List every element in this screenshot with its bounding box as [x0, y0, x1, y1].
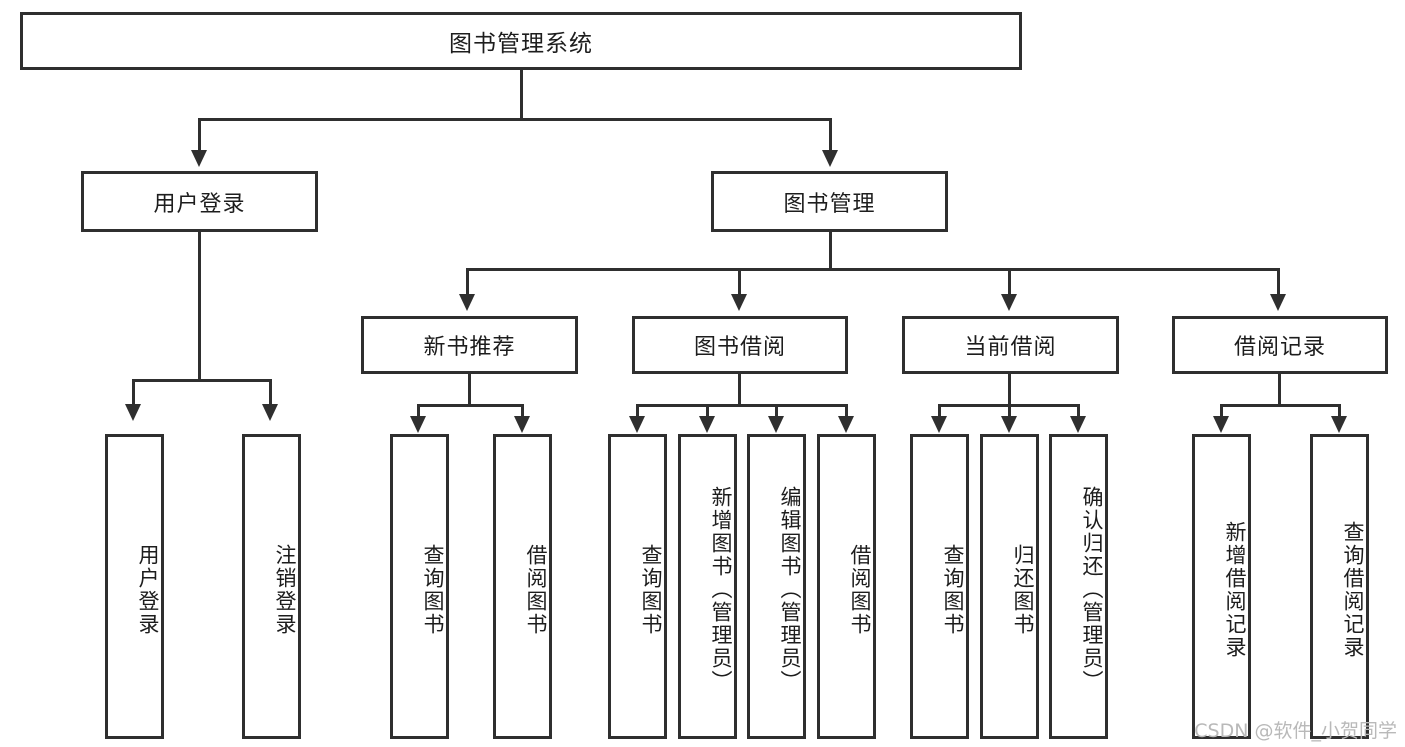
arrow-borrow-record-to-leaf1 [1213, 416, 1229, 433]
node-book-mgmt[interactable]: 图书管理 [711, 171, 948, 232]
arrow-user-login-to-leaf2 [262, 404, 278, 421]
connector-book-mgmt-to-book-borrow [738, 268, 741, 296]
arrow-root-to-user-login [191, 150, 207, 167]
arrow-current-borrow-to-leaf2 [1001, 416, 1017, 433]
leaf-rec-query-label: 查询图书 [421, 543, 445, 636]
connector-new-book-rec-bus [417, 404, 524, 407]
arrow-book-borrow-to-leaf1 [629, 416, 645, 433]
arrow-current-borrow-to-leaf3 [1070, 416, 1086, 433]
leaf-user-login[interactable]: 用户登录 [105, 434, 164, 739]
node-new-book-rec[interactable]: 新书推荐 [361, 316, 578, 374]
node-current-borrow[interactable]: 当前借阅 [902, 316, 1119, 374]
connector-user-login-bus [132, 379, 269, 382]
connector-book-mgmt-to-borrow-record [1277, 268, 1280, 296]
connector-book-mgmt-to-current-borrow [1008, 268, 1011, 296]
leaf-rec-search[interactable]: 查询借阅记录 [1310, 434, 1369, 739]
leaf-rec-borrow[interactable]: 借阅图书 [493, 434, 552, 739]
arrow-book-mgmt-to-book-borrow [731, 294, 747, 311]
leaf-cur-return[interactable]: 归还图书 [980, 434, 1039, 739]
arrow-new-book-rec-to-leaf2 [514, 416, 530, 433]
leaf-rec-add-label: 新增借阅记录 [1223, 520, 1247, 659]
connector-root-to-book-mgmt [829, 118, 832, 152]
leaf-borrow-add[interactable]: 新增图书（管理员） [678, 434, 737, 739]
node-root[interactable]: 图书管理系统 [20, 12, 1022, 70]
arrow-user-login-to-leaf1 [125, 404, 141, 421]
arrow-book-borrow-to-leaf3 [768, 416, 784, 433]
connector-book-mgmt-bus [466, 268, 1280, 271]
arrow-book-mgmt-to-borrow-record [1270, 294, 1286, 311]
connector-user-login-stem [198, 232, 201, 382]
connector-borrow-record-to-leaf2 [1338, 404, 1341, 418]
leaf-borrow-query-label: 查询图书 [639, 543, 663, 636]
arrow-book-mgmt-to-new-book-rec [459, 294, 475, 311]
connector-book-borrow-bus [636, 404, 847, 407]
leaf-borrow-edit-label: 编辑图书（管理员） [778, 486, 802, 693]
leaf-user-logout-label: 注销登录 [273, 543, 297, 636]
leaf-user-logout[interactable]: 注销登录 [242, 434, 301, 739]
leaf-borrow-lend[interactable]: 借阅图书 [817, 434, 876, 739]
leaf-rec-query[interactable]: 查询图书 [390, 434, 449, 739]
node-book-borrow[interactable]: 图书借阅 [632, 316, 848, 374]
arrow-new-book-rec-to-leaf1 [410, 416, 426, 433]
connector-borrow-record-stem [1278, 374, 1281, 407]
arrow-book-borrow-to-leaf4 [838, 416, 854, 433]
arrow-borrow-record-to-leaf2 [1331, 416, 1347, 433]
connector-current-borrow-stem [1008, 374, 1011, 407]
node-user-login[interactable]: 用户登录 [81, 171, 318, 232]
connector-book-mgmt-to-new-book-rec [466, 268, 469, 296]
connector-user-login-to-leaf1 [132, 379, 135, 406]
leaf-cur-return-label: 归还图书 [1011, 543, 1035, 636]
connector-current-borrow-to-leaf2 [1008, 404, 1011, 418]
connector-borrow-record-bus [1220, 404, 1341, 407]
leaf-user-login-label: 用户登录 [136, 543, 160, 636]
connector-new-book-rec-stem [468, 374, 471, 407]
node-borrow-record[interactable]: 借阅记录 [1172, 316, 1388, 374]
connector-book-mgmt-stem [829, 232, 832, 270]
connector-root-bus [198, 118, 832, 121]
connector-book-borrow-to-leaf1 [636, 404, 639, 418]
node-new-book-rec-label: 新书推荐 [423, 335, 516, 360]
connector-new-book-rec-to-leaf2 [521, 404, 524, 418]
leaf-borrow-lend-label: 借阅图书 [848, 543, 872, 636]
arrow-current-borrow-to-leaf1 [931, 416, 947, 433]
leaf-rec-search-label: 查询借阅记录 [1341, 520, 1365, 659]
leaf-cur-confirm-label: 确认归还（管理员） [1080, 486, 1104, 693]
node-current-borrow-label: 当前借阅 [964, 335, 1057, 360]
leaf-cur-query-label: 查询图书 [941, 543, 965, 636]
arrow-root-to-book-mgmt [822, 150, 838, 167]
connector-current-borrow-to-leaf1 [938, 404, 941, 418]
connector-book-borrow-to-leaf3 [775, 404, 778, 418]
connector-user-login-to-leaf2 [269, 379, 272, 406]
node-borrow-record-label: 借阅记录 [1233, 335, 1326, 360]
node-book-mgmt-label: 图书管理 [783, 191, 876, 217]
node-root-label: 图书管理系统 [449, 31, 593, 57]
connector-root-to-user-login [198, 118, 201, 152]
connector-root-stem [520, 70, 523, 118]
node-book-borrow-label: 图书借阅 [693, 335, 786, 360]
connector-borrow-record-to-leaf1 [1220, 404, 1223, 418]
leaf-cur-confirm[interactable]: 确认归还（管理员） [1049, 434, 1108, 739]
connector-book-borrow-to-leaf2 [706, 404, 709, 418]
leaf-rec-borrow-label: 借阅图书 [524, 543, 548, 636]
leaf-borrow-edit[interactable]: 编辑图书（管理员） [747, 434, 806, 739]
node-user-login-label: 用户登录 [153, 191, 246, 217]
connector-new-book-rec-to-leaf1 [417, 404, 420, 418]
watermark: CSDN @软件_小贺同学 [1194, 720, 1397, 742]
leaf-borrow-query[interactable]: 查询图书 [608, 434, 667, 739]
leaf-rec-add[interactable]: 新增借阅记录 [1192, 434, 1251, 739]
connector-book-borrow-to-leaf4 [845, 404, 848, 418]
leaf-borrow-add-label: 新增图书（管理员） [709, 486, 733, 693]
arrow-book-borrow-to-leaf2 [699, 416, 715, 433]
arrow-book-mgmt-to-current-borrow [1001, 294, 1017, 311]
connector-current-borrow-to-leaf3 [1077, 404, 1080, 418]
leaf-cur-query[interactable]: 查询图书 [910, 434, 969, 739]
connector-book-borrow-stem [738, 374, 741, 407]
